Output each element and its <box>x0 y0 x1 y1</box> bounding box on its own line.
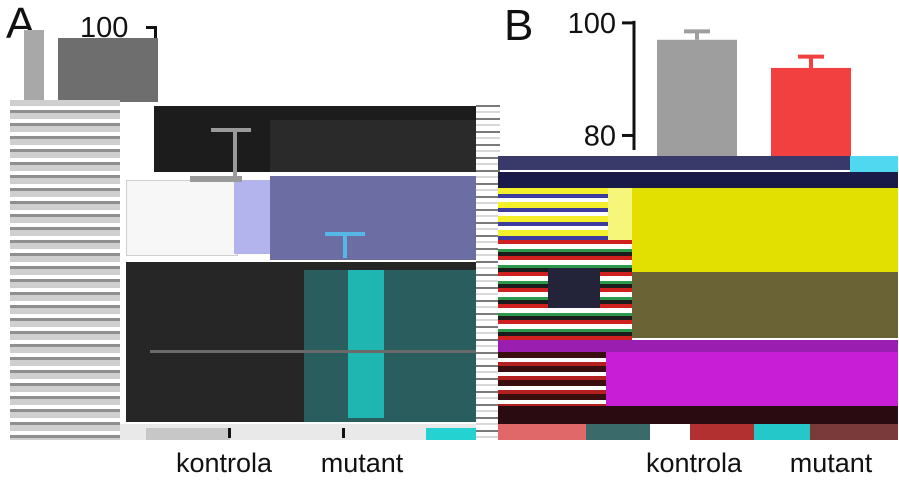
panel-b-glitch-stripes-3 <box>498 352 606 406</box>
panel-b-xlabel-kontrola: kontrola <box>645 448 743 478</box>
panel-a-xlabel-kontrola: kontrola <box>175 448 273 478</box>
panel-b-glitch-olive <box>632 272 898 338</box>
panel-a-glitch-dark-right <box>270 120 476 172</box>
panel-b-y-tick-label-100: 100 <box>568 8 616 40</box>
panel-b-bars <box>657 29 851 158</box>
panel-a-x-glitch-2 <box>426 428 478 440</box>
panel-a-x-tick-kontrola <box>228 428 231 438</box>
panel-a-error-kontrola-cap <box>211 128 251 132</box>
panel-a-glitch-stripes <box>10 100 120 440</box>
panel-b-axis: 80 100 <box>568 8 636 152</box>
panel-b-glitch-cyan <box>850 156 898 174</box>
panel-a-bar-mutant <box>348 270 384 418</box>
panel-glitch-seam <box>476 100 500 440</box>
panel-b-glitch-magenta <box>606 352 898 406</box>
panel-a-x-tick-mutant <box>342 428 345 438</box>
panel-a-bar-kontrola-cap <box>190 176 242 182</box>
panel-b-bar-kontrola <box>657 39 737 158</box>
panel-b-glitch-purple-line <box>498 340 898 352</box>
panel-a-error-kontrola <box>233 130 237 178</box>
panel-a-error-mutant-cap <box>325 232 365 236</box>
panel-a-bar-kontrola-right <box>234 180 270 254</box>
panel-b-glitch-stripes-1 <box>498 188 608 240</box>
panel-b-glitch-yellow <box>632 188 898 272</box>
panel-a-bar-kontrola <box>126 180 238 256</box>
panel-b-glitch-dark-square <box>548 268 600 308</box>
panel-a-tick-mark <box>146 26 156 29</box>
panel-a-glitch-block-gray <box>58 38 158 102</box>
panel-b-glitch-x-strip <box>498 424 898 440</box>
panel-b-bar-mutant <box>771 67 851 158</box>
panel-a-xlabel-mutant: mutant <box>320 448 404 478</box>
panel-b-glitch-band-1 <box>498 156 898 170</box>
panel-a-glitch-line <box>150 350 476 353</box>
panel-b-letter: B <box>504 1 534 50</box>
panel-a-error-mutant <box>343 234 347 258</box>
panel-b-xlabel-mutant: mutant <box>789 448 873 478</box>
panel-b-y-tick-label-80: 80 <box>584 120 616 152</box>
panel-b-glitch-band-2 <box>498 172 898 188</box>
panel-a-glitch-teal-region <box>304 270 476 422</box>
panel-b-glitch-dark-band <box>498 406 898 424</box>
panel-a-x-glitch-1 <box>146 428 230 440</box>
panel-a-glitch-indigo <box>270 176 476 260</box>
